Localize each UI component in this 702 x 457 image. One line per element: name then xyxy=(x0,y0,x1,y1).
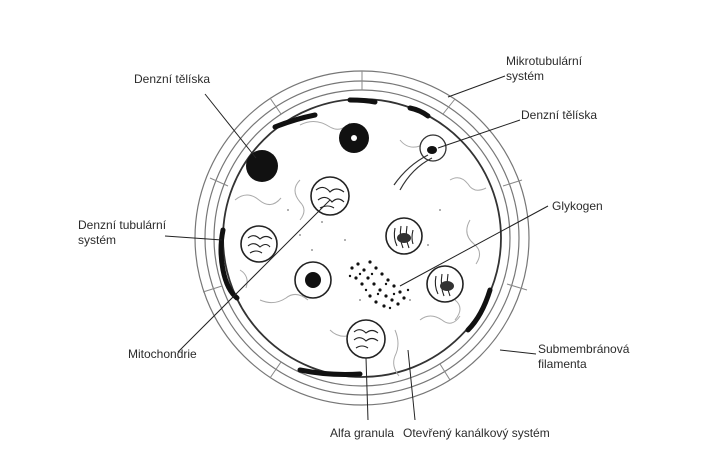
dense-core-granule xyxy=(295,262,331,298)
dense-body-large xyxy=(246,150,278,182)
label-glycogen: Glykogen xyxy=(552,199,603,214)
label-mitochondria: Mitochondrie xyxy=(128,347,197,362)
alpha-granule-2 xyxy=(241,226,277,262)
alpha-granule-1 xyxy=(311,177,349,215)
label-open-canalicular-system: Otevřený kanálkový systém xyxy=(403,426,550,441)
dense-body-tail xyxy=(394,135,446,190)
label-submembrane-filaments: Submembránová filamenta xyxy=(538,342,629,372)
label-microtubular-system: Mikrotubulární systém xyxy=(506,54,582,84)
alpha-granule-3 xyxy=(386,218,422,254)
glycogen-cluster xyxy=(349,260,409,309)
label-dense-bodies-left: Denzní tělíska xyxy=(134,72,210,87)
label-dense-tubular-system: Denzní tubulární systém xyxy=(78,218,166,248)
label-dense-bodies-right: Denzní tělíska xyxy=(521,108,597,123)
alpha-granule-4 xyxy=(427,266,463,302)
label-alpha-granules: Alfa granula xyxy=(330,426,394,441)
alpha-granule-5 xyxy=(347,320,385,358)
dense-body-ringed xyxy=(339,123,369,153)
